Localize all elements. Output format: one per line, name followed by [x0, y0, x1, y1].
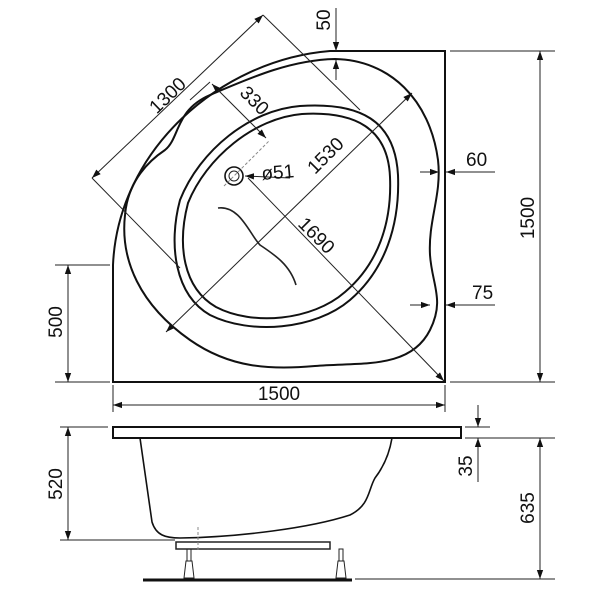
side-view: 520 35 635 — [46, 405, 555, 582]
dim-60: 60 — [466, 150, 487, 171]
dim-50: 50 — [314, 9, 335, 30]
dim-1690: 1690 — [294, 214, 339, 259]
leg-right — [335, 548, 347, 579]
dim-35: 35 — [456, 455, 477, 476]
leg-left — [183, 548, 195, 579]
rim — [112, 426, 462, 439]
dim-75: 75 — [472, 283, 493, 304]
dim-500: 500 — [46, 306, 67, 338]
dim-1300: 1300 — [146, 74, 191, 118]
backrest-curve — [217, 207, 297, 286]
dim-635: 635 — [518, 492, 539, 524]
support-frame — [175, 541, 331, 550]
dim-520: 520 — [46, 468, 67, 500]
dim-1500-right: 1500 — [518, 197, 539, 239]
dim-1500-bottom: 1500 — [258, 384, 300, 405]
dim-1530: 1530 — [304, 134, 349, 179]
tub-body — [139, 437, 393, 539]
top-view: 1300 330 50 1530 1690 ø51 60 75 1500 — [46, 8, 555, 412]
dim-drain-diameter: ø51 — [261, 161, 295, 185]
